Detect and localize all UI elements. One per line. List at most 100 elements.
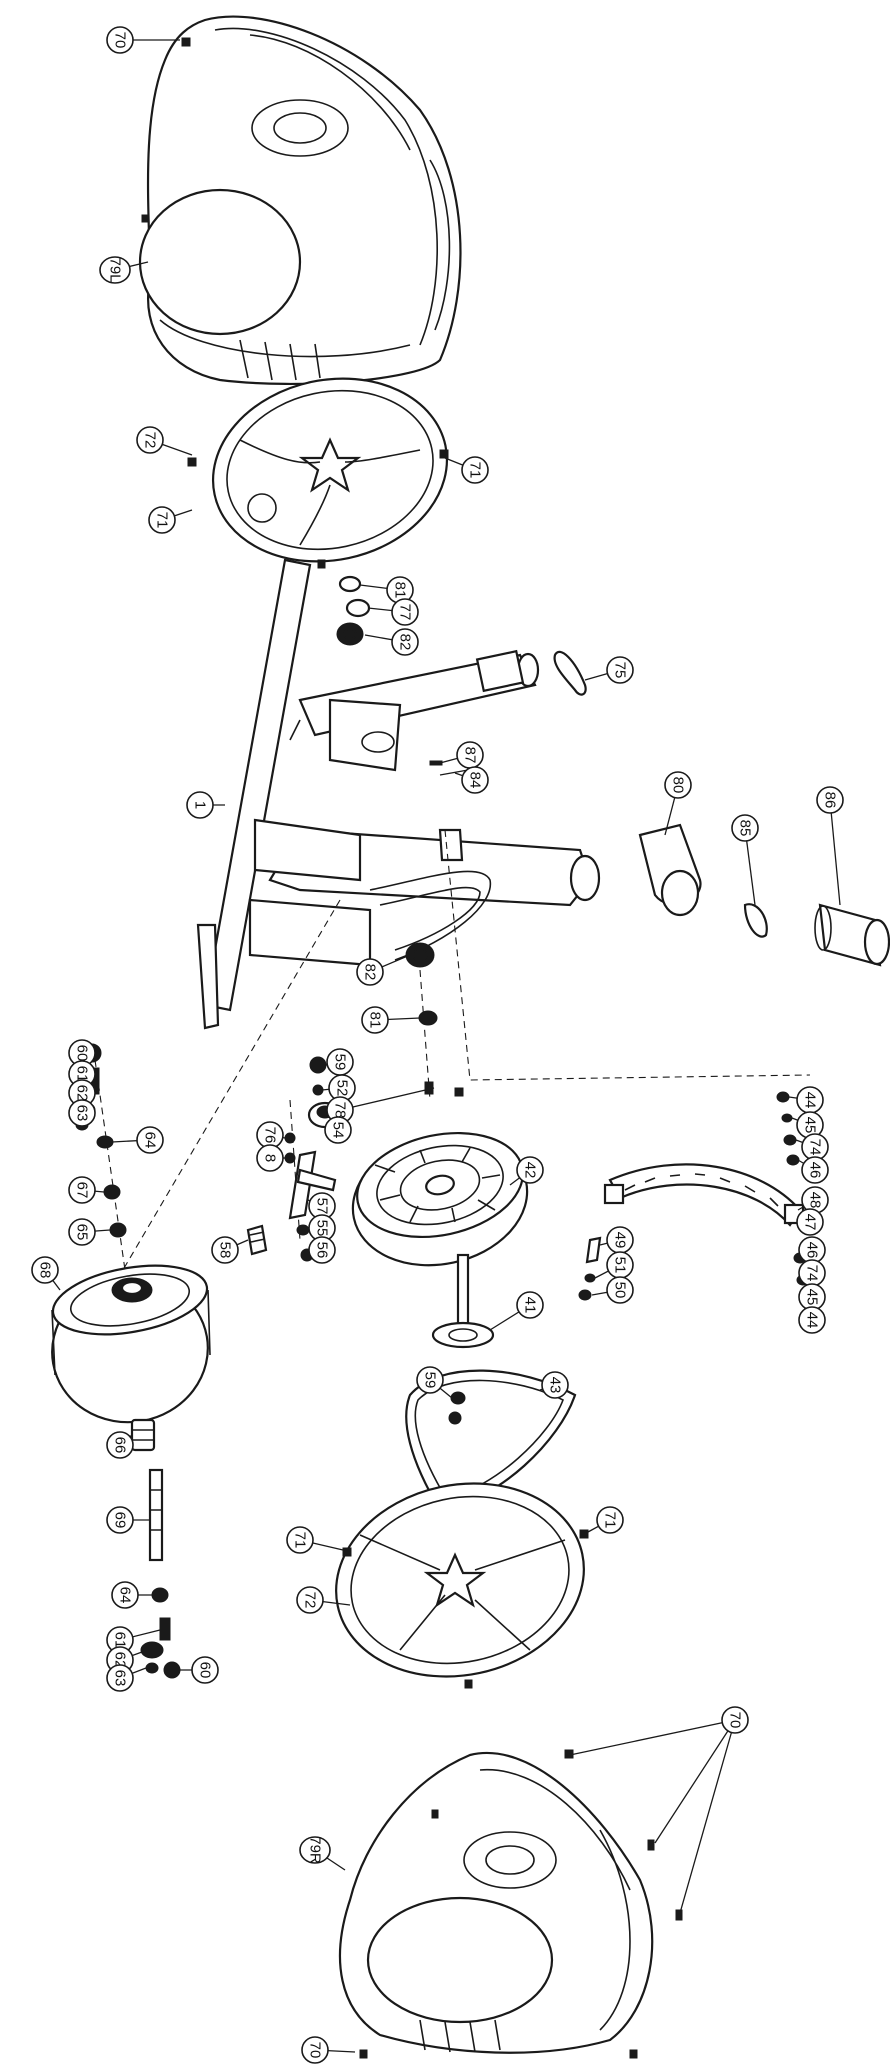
callout-82: 82 bbox=[356, 958, 384, 986]
callout-circle bbox=[256, 1144, 284, 1172]
callout-label: 63 bbox=[112, 1670, 129, 1687]
callout-label: 77 bbox=[397, 604, 414, 621]
callout-label: 52 bbox=[334, 1080, 351, 1097]
callout-45: 45 bbox=[796, 1111, 824, 1139]
callout-label: 61 bbox=[74, 1066, 91, 1083]
callout-label: 79L bbox=[107, 257, 124, 282]
axle-66-69 bbox=[130, 1418, 164, 1562]
callout-circle bbox=[68, 1218, 96, 1246]
callout-61: 61 bbox=[68, 1060, 96, 1088]
callout-circle bbox=[801, 1156, 829, 1184]
callout-68: 68 bbox=[31, 1256, 59, 1284]
callout-label: 56 bbox=[314, 1242, 331, 1259]
callout-circle bbox=[596, 1506, 624, 1534]
callout-circle bbox=[148, 506, 176, 534]
callout-44: 44 bbox=[796, 1086, 824, 1114]
callout-circle bbox=[106, 1664, 134, 1692]
callout-41: 41 bbox=[516, 1291, 544, 1319]
callout-label: 60 bbox=[197, 1662, 214, 1679]
callout-56: 56 bbox=[308, 1236, 336, 1264]
callout-label: 63 bbox=[74, 1105, 91, 1122]
callout-61: 61 bbox=[106, 1626, 134, 1654]
callout-label: 1 bbox=[192, 801, 209, 809]
callout-50: 50 bbox=[606, 1276, 634, 1304]
callout-label: 72 bbox=[302, 1592, 319, 1609]
part-85-clip bbox=[743, 903, 768, 938]
part-75-bushing bbox=[553, 650, 587, 696]
callout-70: 70 bbox=[301, 2036, 329, 2064]
callout-63: 63 bbox=[68, 1099, 96, 1127]
callout-circle bbox=[324, 1116, 352, 1144]
callout-label: 74 bbox=[807, 1139, 824, 1156]
callout-label: 60 bbox=[74, 1045, 91, 1062]
callout-circle bbox=[516, 1156, 544, 1184]
callout-label: 44 bbox=[804, 1312, 821, 1329]
callout-59: 59 bbox=[416, 1366, 444, 1394]
callout-circle bbox=[796, 1208, 824, 1236]
callout-81: 81 bbox=[386, 576, 414, 604]
callout-label: 57 bbox=[314, 1198, 331, 1215]
callout-label: 74 bbox=[804, 1265, 821, 1282]
callout-74: 74 bbox=[801, 1133, 829, 1161]
callout-46: 46 bbox=[798, 1236, 826, 1264]
magnet-bracket-48 bbox=[603, 1163, 805, 1227]
callout-circle bbox=[798, 1306, 826, 1334]
callout-80: 80 bbox=[664, 771, 692, 799]
callout-label: 44 bbox=[802, 1092, 819, 1109]
callout-label: 43 bbox=[547, 1377, 564, 1394]
flywheel-68 bbox=[51, 1264, 211, 1424]
callout-85: 85 bbox=[731, 814, 759, 842]
pulley-42 bbox=[351, 1131, 529, 1267]
callout-circle bbox=[461, 766, 489, 794]
callout-label: 64 bbox=[142, 1132, 159, 1149]
callout-69: 69 bbox=[106, 1506, 134, 1534]
callout-circle bbox=[541, 1371, 569, 1399]
lower-side-disc-72 bbox=[335, 1482, 589, 1689]
callout-label: 62 bbox=[74, 1085, 91, 1102]
callout-49: 49 bbox=[606, 1226, 634, 1254]
callout-76: 76 bbox=[256, 1121, 284, 1149]
callout-label: 78 bbox=[332, 1102, 349, 1119]
callout-circle bbox=[68, 1176, 96, 1204]
callout-55: 55 bbox=[308, 1214, 336, 1242]
callout-81: 81 bbox=[361, 1006, 389, 1034]
callout-label: 49 bbox=[612, 1232, 629, 1249]
callout-label: 85 bbox=[737, 820, 754, 837]
callout-65: 65 bbox=[68, 1218, 96, 1246]
callout-circle bbox=[186, 791, 214, 819]
callout-label: 58 bbox=[217, 1242, 234, 1259]
callout-67: 67 bbox=[68, 1176, 96, 1204]
callout-circle bbox=[99, 256, 131, 284]
callout-77: 77 bbox=[391, 598, 419, 626]
callout-label: 59 bbox=[422, 1372, 439, 1389]
callout-label: 42 bbox=[522, 1162, 539, 1179]
upper-side-disc-72 bbox=[187, 377, 449, 569]
callout-circle bbox=[308, 1236, 336, 1264]
callout-circle bbox=[391, 598, 419, 626]
callout-label: 62 bbox=[112, 1652, 129, 1669]
callout-label: 47 bbox=[802, 1214, 819, 1231]
callout-label: 72 bbox=[142, 432, 159, 449]
callout-72: 72 bbox=[296, 1586, 324, 1614]
callout-circle bbox=[356, 958, 384, 986]
leader-line bbox=[829, 799, 841, 906]
callout-label: 82 bbox=[397, 634, 414, 651]
callout-circle bbox=[301, 2036, 329, 2064]
callout-label: 68 bbox=[37, 1262, 54, 1279]
callout-label: 45 bbox=[804, 1289, 821, 1306]
springs-49-51-50 bbox=[578, 1236, 602, 1301]
callout-circle bbox=[31, 1256, 59, 1284]
callout-label: 41 bbox=[522, 1297, 539, 1314]
callout-label: 70 bbox=[307, 2042, 324, 2059]
callout-label: 59 bbox=[332, 1054, 349, 1071]
callout-label: 48 bbox=[807, 1192, 824, 1209]
callout-57: 57 bbox=[308, 1192, 336, 1220]
callout-71: 71 bbox=[286, 1526, 314, 1554]
callout-72: 72 bbox=[136, 426, 164, 454]
callout-70: 70 bbox=[721, 1706, 749, 1734]
callout-54: 54 bbox=[324, 1116, 352, 1144]
callout-circle bbox=[106, 1431, 134, 1459]
callout-label: 75 bbox=[612, 662, 629, 679]
callout-75: 75 bbox=[606, 656, 634, 684]
callout-71: 71 bbox=[148, 506, 176, 534]
